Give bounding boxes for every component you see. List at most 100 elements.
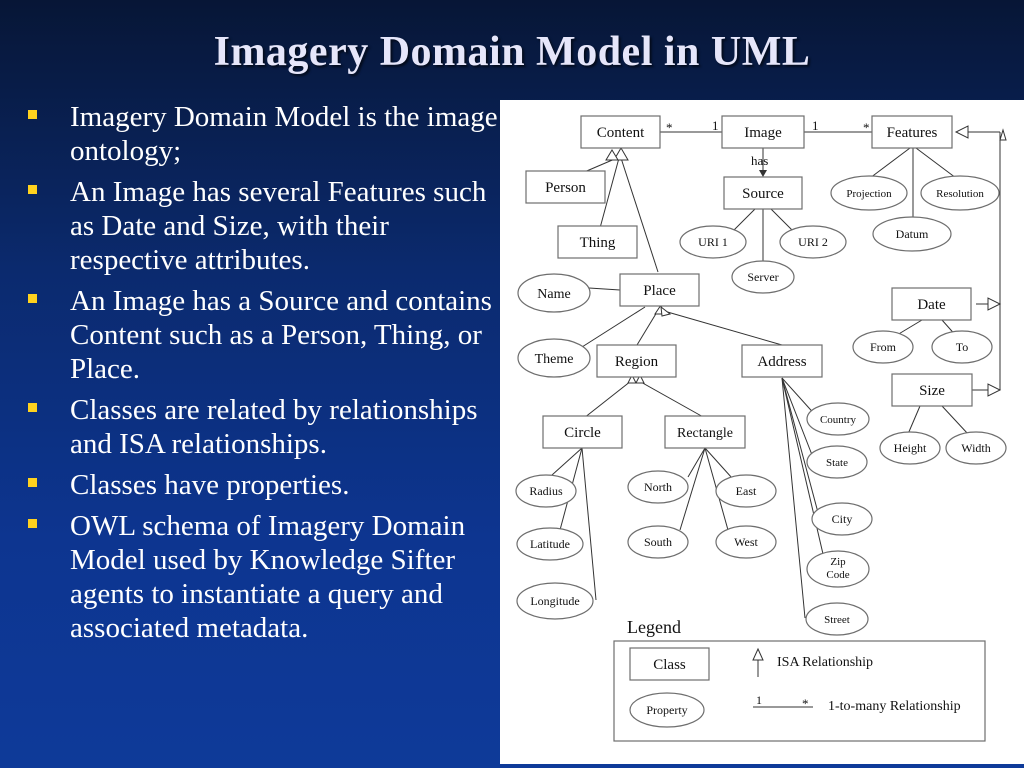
line-circle-radius (551, 447, 583, 476)
bullet-item: An Image has a Source and contains Conte… (20, 284, 500, 386)
class-address: Address (741, 344, 823, 378)
class-features: Features (871, 115, 953, 149)
prop-uri2: URI 2 (779, 225, 847, 259)
svg-text:Longitude: Longitude (530, 594, 579, 608)
line-source-uri2 (770, 208, 795, 233)
svg-text:Zip: Zip (830, 556, 846, 568)
svg-text:Country: Country (820, 414, 857, 426)
bullet-item: Classes have properties. (20, 468, 500, 502)
svg-text:Datum: Datum (896, 227, 929, 241)
legend-isa-triangle-icon (752, 647, 764, 661)
svg-text:Source: Source (742, 186, 784, 202)
svg-text:Property: Property (646, 703, 687, 717)
svg-text:North: North (644, 480, 672, 494)
svg-text:Content: Content (597, 125, 645, 141)
prop-from: From (852, 330, 914, 364)
svg-text:Name: Name (537, 287, 570, 302)
prop-resolution: Resolution (920, 175, 1000, 211)
class-image: Image (721, 115, 805, 149)
bullet-item: An Image has several Features such as Da… (20, 175, 500, 277)
legend-title: Legend (627, 617, 681, 637)
isa-triangle-icon (954, 125, 969, 139)
svg-text:Image: Image (744, 125, 782, 141)
svg-text:Size: Size (919, 383, 945, 399)
class-size: Size (891, 373, 973, 407)
bullet-list: Imagery Domain Model is the image ontolo… (20, 100, 500, 652)
svg-text:State: State (826, 457, 848, 469)
legend-one-to-many-label: 1-to-many Relationship (828, 699, 961, 714)
bullet-text: Classes are related by relationships and… (70, 394, 478, 460)
line-features-projection (869, 147, 911, 179)
prop-projection: Projection (830, 175, 908, 211)
has-label: has (751, 153, 768, 168)
isa-triangle-icon (627, 373, 637, 384)
legend-isa-label: ISA Relationship (777, 655, 873, 670)
prop-datum: Datum (872, 216, 952, 252)
bullet-text: Imagery Domain Model is the image ontolo… (70, 101, 498, 167)
bullet-square-icon (28, 403, 37, 412)
prop-height: Height (879, 431, 941, 465)
bullet-text: Classes have properties. (70, 469, 350, 501)
isa-thing-content (599, 157, 620, 229)
isa-triangle-icon (605, 149, 619, 161)
line-place-theme (581, 306, 646, 348)
mult-image-left: 1 (712, 118, 719, 133)
class-place: Place (619, 273, 700, 307)
class-person: Person (525, 170, 606, 204)
uml-diagram: Content Image Features Person Source Thi… (515, 115, 1007, 742)
svg-text:City: City (832, 512, 853, 526)
prop-to: To (931, 330, 993, 364)
prop-state: State (806, 445, 868, 479)
line-features-resolution (915, 147, 957, 179)
svg-text:Latitude: Latitude (530, 537, 570, 551)
legend-one-label: 1 (756, 693, 762, 707)
bullet-text: OWL schema of Imagery Domain Model used … (70, 510, 466, 644)
svg-text:West: West (734, 535, 758, 549)
prop-country: Country (806, 402, 870, 436)
svg-text:Width: Width (961, 441, 991, 455)
line-rect-east (704, 447, 733, 479)
svg-text:Rectangle: Rectangle (677, 426, 733, 441)
svg-text:Person: Person (545, 180, 586, 196)
svg-text:East: East (736, 484, 757, 498)
line-rect-north (687, 447, 706, 478)
class-region: Region (596, 344, 677, 378)
prop-name: Name (517, 273, 591, 313)
svg-text:Region: Region (615, 354, 659, 370)
line-place-name (588, 287, 621, 291)
svg-text:From: From (870, 340, 897, 354)
prop-server: Server (731, 260, 795, 294)
has-arrow-icon (759, 170, 767, 177)
prop-zip-code: Zip Code (806, 550, 870, 588)
prop-uri1: URI 1 (679, 225, 747, 259)
line-rect-south (679, 447, 706, 531)
isa-circle-region (583, 380, 632, 419)
isa-triangle-icon (635, 373, 645, 384)
svg-text:Height: Height (894, 441, 927, 455)
bullet-square-icon (28, 519, 37, 528)
svg-text:South: South (644, 535, 672, 549)
svg-text:Resolution: Resolution (936, 188, 984, 200)
legend-property-sample: Property (629, 692, 705, 728)
svg-text:URI 1: URI 1 (698, 235, 728, 249)
prop-width: Width (945, 431, 1007, 465)
isa-place-content (620, 157, 659, 273)
line-address-city (781, 377, 821, 521)
isa-rectangle-region (638, 380, 706, 419)
line-address-street (781, 377, 806, 619)
bullet-square-icon (28, 294, 37, 303)
bullet-square-icon (28, 478, 37, 487)
bullet-item: OWL schema of Imagery Domain Model used … (20, 509, 500, 645)
isa-address-place (663, 310, 783, 346)
svg-text:Circle: Circle (564, 425, 601, 441)
svg-text:Code: Code (826, 569, 849, 581)
prop-east: East (715, 474, 777, 508)
class-date: Date (891, 287, 972, 321)
prop-north: North (627, 470, 689, 504)
svg-text:To: To (956, 340, 969, 354)
prop-south: South (627, 525, 689, 559)
bullet-item: Classes are related by relationships and… (20, 393, 500, 461)
svg-text:Features: Features (887, 125, 938, 141)
svg-text:Projection: Projection (846, 188, 892, 200)
svg-text:Radius: Radius (529, 484, 563, 498)
